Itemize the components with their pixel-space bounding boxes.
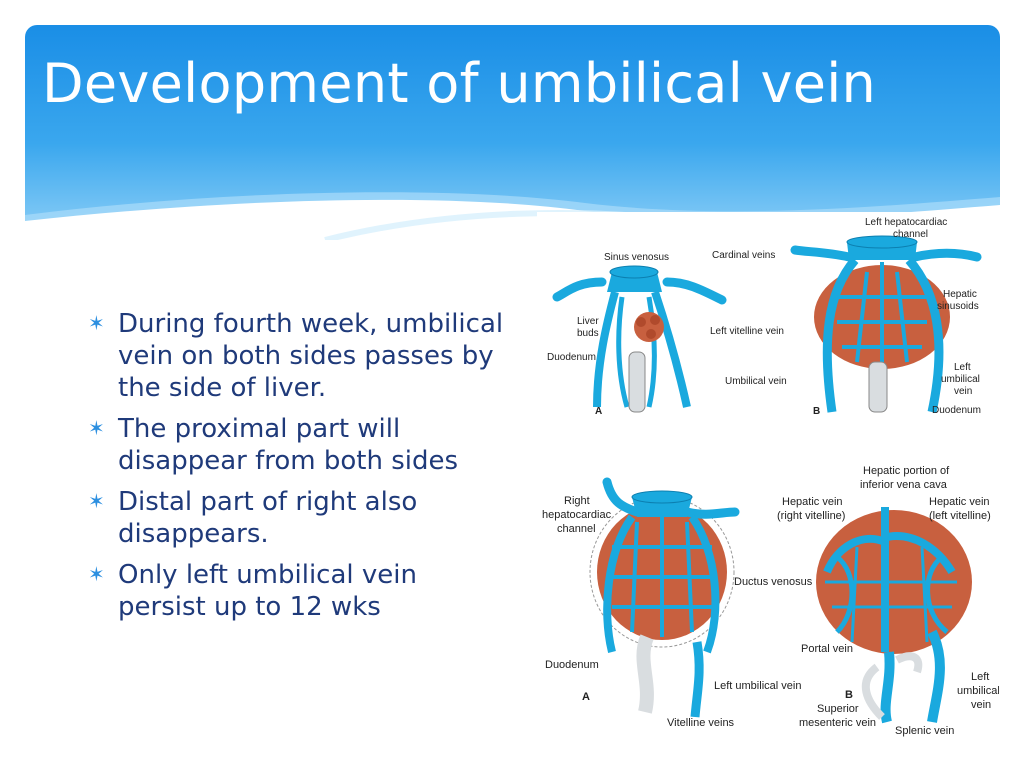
label-duodenum-c: Duodenum: [545, 659, 599, 671]
panel-top-a: Sinus venosus Cardinal veins Liver buds …: [547, 250, 787, 417]
label-hepatic-vein-left: Hepatic vein: [929, 496, 990, 508]
label-vitelline-veins: Vitelline veins: [667, 717, 735, 729]
label-hepatic-vein-right: Hepatic vein: [782, 496, 843, 508]
bullet-item: ✶ During fourth week, umbilical vein on b…: [88, 308, 508, 404]
bullet-item: ✶ Distal part of right also disappears.: [88, 486, 508, 550]
label-left-vitelline-b: (left vitelline): [929, 510, 991, 522]
label-left-vitelline: Left vitelline vein: [710, 326, 784, 337]
label-splenic-vein: Splenic vein: [895, 725, 954, 737]
panel-top-b: Left hepatocardiac channel Hepatic sinus…: [790, 217, 982, 417]
label-duodenum-b: Duodenum: [932, 405, 981, 416]
label-mesenteric-vein: mesenteric vein: [799, 717, 876, 729]
bullet-text: The proximal part will disappear from bo…: [118, 414, 459, 476]
label-sinusoids: sinusoids: [937, 301, 979, 312]
star-bullet-icon: ✶: [88, 562, 105, 586]
bullet-text: During fourth week, umbilical vein on bo…: [118, 309, 504, 403]
label-right-vitelline: (right vitelline): [777, 510, 845, 522]
label-inferior-vena-cava: inferior vena cava: [860, 479, 948, 491]
panel-bottom-a: Right hepatocardiac channel Duodenum Lef…: [542, 477, 801, 729]
label-portal-vein: Portal vein: [801, 643, 853, 655]
label-hepatic-portion: Hepatic portion of: [863, 465, 950, 477]
panel-letter: B: [813, 406, 820, 417]
anatomy-figure: Sinus venosus Cardinal veins Liver buds …: [537, 212, 999, 752]
star-bullet-icon: ✶: [88, 489, 105, 513]
bullet-item: ✶ Only left umbilical vein persist up to …: [88, 559, 508, 623]
slide-title: Development of umbilical vein: [42, 52, 877, 115]
label-hepatocardiac: hepatocardiac: [542, 509, 612, 521]
label-ductus-venosus: Ductus venosus: [734, 576, 813, 588]
umbilical-vein-diagram: Sinus venosus Cardinal veins Liver buds …: [542, 217, 999, 737]
label-left-hepatocardiac: Left hepatocardiac: [865, 217, 947, 228]
label-umbilical-b: umbilical: [957, 685, 999, 697]
label-right: Right: [564, 495, 590, 507]
bullet-text: Distal part of right also disappears.: [118, 487, 418, 549]
label-umbilical: umbilical: [941, 374, 980, 385]
label-channel: channel: [893, 229, 928, 240]
panel-bottom-b: Hepatic portion of inferior vena cava He…: [734, 465, 999, 737]
label-vein: vein: [954, 386, 972, 397]
bullet-text: Only left umbilical vein persist up to 1…: [118, 560, 417, 622]
star-bullet-icon: ✶: [88, 311, 105, 335]
label-umbilical-vein: Umbilical vein: [725, 376, 787, 387]
label-cardinal-veins: Cardinal veins: [712, 250, 775, 261]
label-liver: Liver: [577, 316, 599, 327]
label-left: Left: [954, 362, 971, 373]
panel-letter: B: [845, 689, 853, 701]
label-sinus-venosus: Sinus venosus: [604, 252, 669, 263]
label-superior: Superior: [817, 703, 859, 715]
star-bullet-icon: ✶: [88, 416, 105, 440]
bullet-item: ✶ The proximal part will disappear from b…: [88, 413, 508, 477]
panel-letter: A: [582, 691, 590, 703]
panel-letter: A: [595, 406, 602, 417]
label-buds: buds: [577, 328, 599, 339]
label-hepatic: Hepatic: [943, 289, 977, 300]
bullet-list: ✶ During fourth week, umbilical vein on b…: [88, 308, 508, 632]
label-duodenum: Duodenum: [547, 352, 596, 363]
label-left-b: Left: [971, 671, 989, 683]
label-vein-b: vein: [971, 699, 991, 711]
label-channel-a: channel: [557, 523, 596, 535]
label-left-umbilical-vein: Left umbilical vein: [714, 680, 801, 692]
